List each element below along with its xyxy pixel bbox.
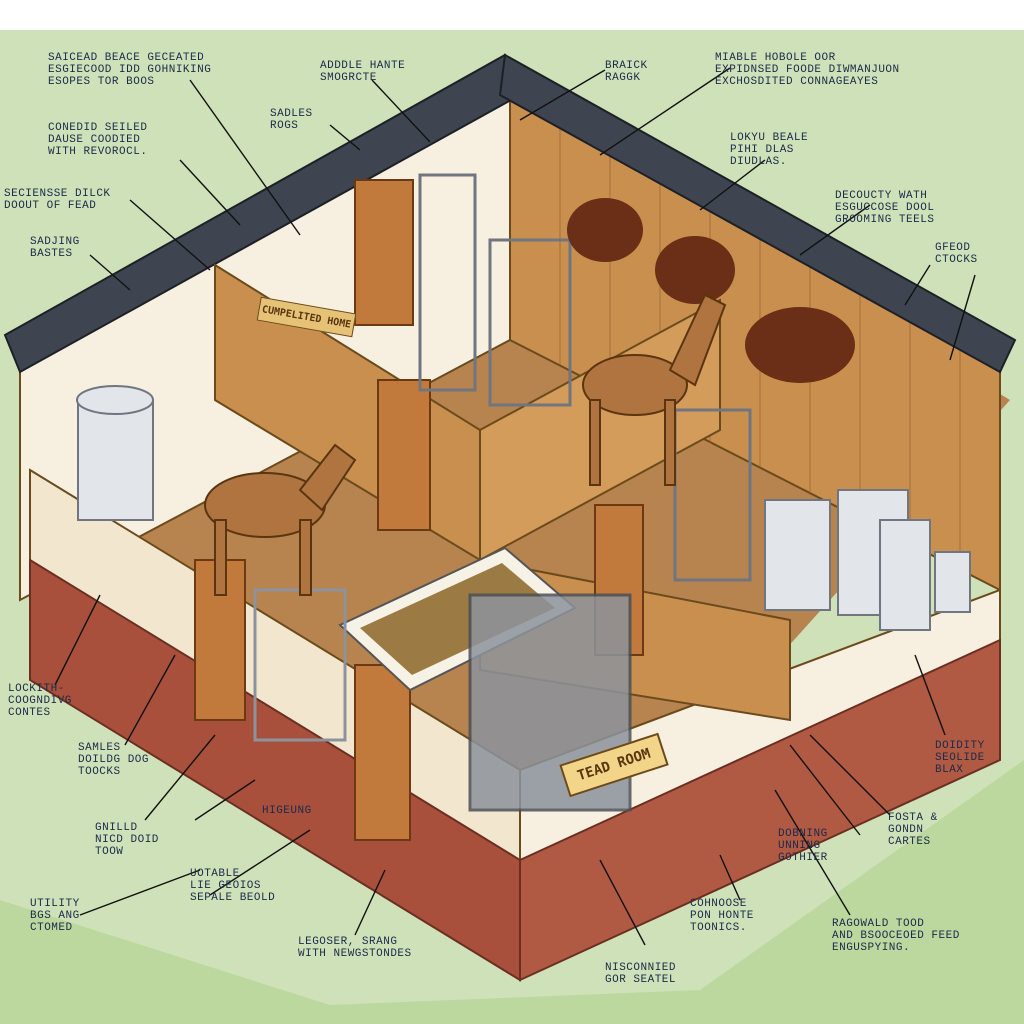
label-b-1: LEGOSER, SRANG WITH NEWGSTONDES <box>298 936 412 960</box>
wire-rack-2 <box>488 238 572 407</box>
label-br-3: FOSTA & GONDN CARTES <box>888 812 938 848</box>
door-front <box>354 664 411 841</box>
water-heater-left <box>76 385 154 521</box>
feed-bin-grain <box>360 563 555 675</box>
horse-front <box>204 443 357 596</box>
label-l-1: CONEDID SEILED DAUSE COODIED WITH REVORO… <box>48 122 148 158</box>
label-b-4: RAGOWALD TOOD AND BSOOCEOED FEED ENGUSPY… <box>832 918 960 954</box>
label-br-2: DOBNING UNNING GOTHIER <box>778 828 828 864</box>
wire-rack-1 <box>418 173 477 392</box>
grass-ground <box>0 760 1024 1024</box>
label-b-2: COHNOOSE PON HONTE TOONICS. <box>690 898 754 934</box>
wire-rack-3 <box>673 408 752 582</box>
label-r-1: DECOUCTY WATH ESGUCCOSE DOOL GROOMING TE… <box>835 190 935 226</box>
label-l-2: LOKYU BEALE PIHI DLAS DIUDLAS. <box>730 132 809 168</box>
label-tl-5: MIABLE HOBOLE OOR EXPIDNSED FOODE DIWMAN… <box>715 52 900 88</box>
label-tl-1: SAICEAD BEACE GECEATED ESGIECOOD IDD GOH… <box>48 52 212 88</box>
label-l-4: SADJING BASTES <box>30 236 80 260</box>
saddle-rows <box>567 198 855 383</box>
label-tl-2: ADDDLE HANTE SMOGRCTE <box>320 60 406 84</box>
label-bl-1: LOCKITH- COOGNDIVG CONTES <box>8 683 72 719</box>
storage-tanks-right <box>764 489 971 631</box>
front-right-brick <box>519 638 1001 982</box>
label-b-3: NISCONNIED GOR SEATEL <box>605 962 677 986</box>
horse-back <box>582 293 727 486</box>
label-r-2: GFEOD CTOCKS <box>935 242 978 266</box>
leader-lines <box>54 67 976 946</box>
label-bl-5: UOTABLE LIE GEOIOS SEPALE BEOLD <box>190 868 276 904</box>
label-tl-4: BRAICK RAGGK <box>605 60 648 84</box>
label-tl-3: SADLES ROGS <box>270 108 313 132</box>
door-back <box>354 179 414 326</box>
label-l-3: SECIENSSE DILCK DOOUT OF FEAD <box>4 188 111 212</box>
label-bl-6: UTILITY BGS ANG CTOMED <box>30 898 80 934</box>
door-middle <box>377 379 431 531</box>
label-bl-3: GNILLD NICD DOID TOOW <box>95 822 159 858</box>
label-br-1: DOIDITY SEOLIDE BLAX <box>935 740 985 776</box>
roof-right <box>498 53 1017 374</box>
label-bl-2: SAMLES DOILDG DOG TOOCKS <box>78 742 150 778</box>
label-bl-4: HIGEUNG <box>262 805 312 817</box>
